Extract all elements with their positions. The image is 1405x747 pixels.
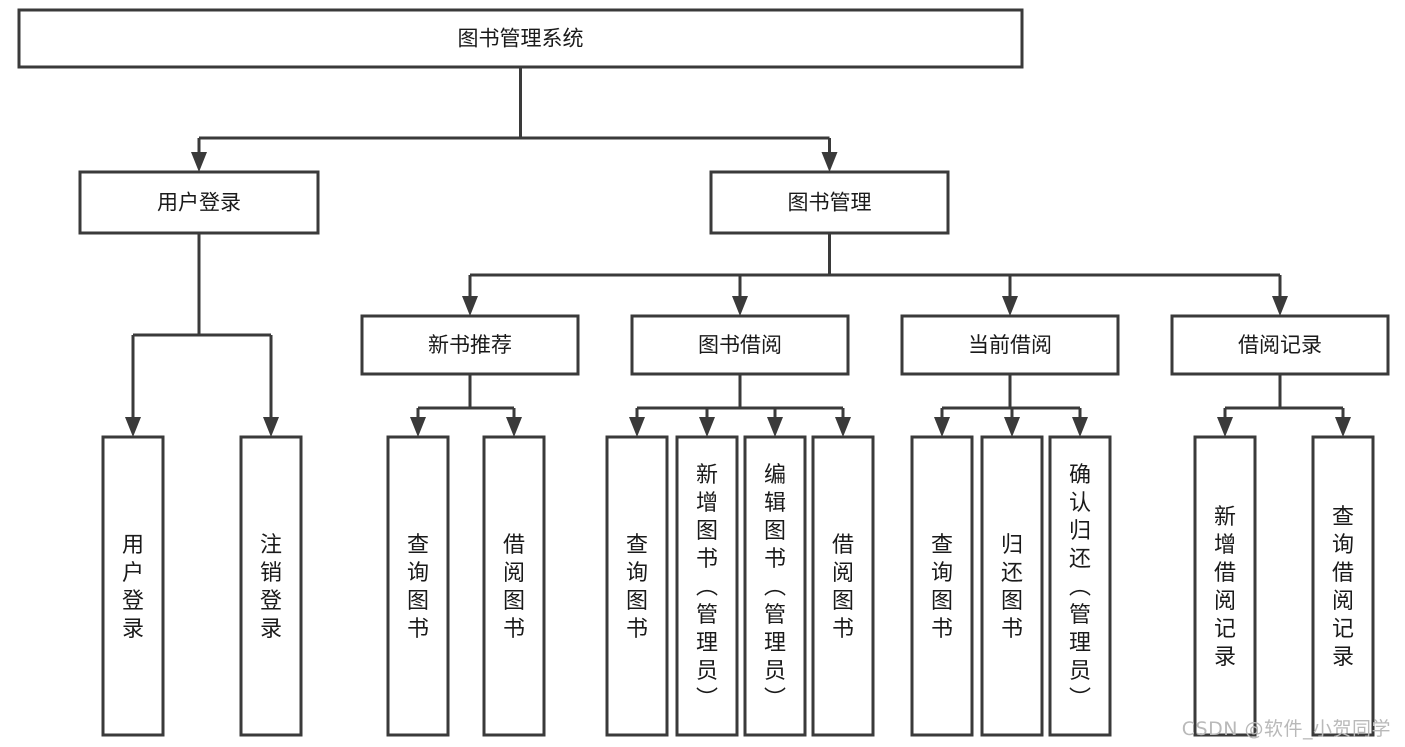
node-leaf-logout-box[interactable]: [239, 435, 303, 737]
node-leaf-query-book-3-box[interactable]: [910, 435, 974, 737]
arrow-icon-user-login-0: [125, 417, 141, 437]
node-leaf-query-book-3-label: 查询图书: [931, 533, 953, 642]
node-book-borrow-label: 图书借阅: [698, 333, 782, 357]
node-leaf-edit-book[interactable]: 编辑图书︵管理员︶: [743, 435, 807, 737]
node-leaf-query-record-box[interactable]: [1311, 435, 1375, 737]
node-leaf-add-book-label: 新增图书︵管理员︶: [696, 463, 718, 712]
arrow-icon-current_borrow-1: [1004, 417, 1020, 437]
node-user-login-box[interactable]: [78, 170, 320, 235]
node-root[interactable]: 图书管理系统: [17, 8, 1024, 69]
node-current-borrow-label: 当前借阅: [968, 333, 1052, 357]
node-leaf-add-book[interactable]: 新增图书︵管理员︶: [675, 435, 739, 737]
node-layer: 图书管理系统用户登录图书管理新书推荐图书借阅当前借阅借阅记录用户登录注销登录查询…: [17, 8, 1390, 737]
node-new-book-rec[interactable]: 新书推荐: [360, 314, 580, 376]
arrow-icon-book-manage-3: [1272, 296, 1288, 316]
node-leaf-return-book-label: 归还图书: [1001, 533, 1023, 642]
arrow-icon-new_book_rec-0: [410, 417, 426, 437]
node-leaf-borrow-book-2[interactable]: 借阅图书: [811, 435, 875, 737]
arrow-icon-book_borrow-3: [835, 417, 851, 437]
node-leaf-query-book-1[interactable]: 查询图书: [386, 435, 450, 737]
node-leaf-borrow-book-2-label: 借阅图书: [832, 533, 854, 642]
arrow-icon-user-login-1: [263, 417, 279, 437]
node-book-manage[interactable]: 图书管理: [709, 170, 950, 235]
node-leaf-confirm-return[interactable]: 确认归还︵管理员︶: [1048, 435, 1112, 737]
node-leaf-user-login[interactable]: 用户登录: [101, 435, 165, 737]
arrow-icon-book-manage-2: [1002, 296, 1018, 316]
node-leaf-confirm-return-label: 确认归还︵管理员︶: [1069, 463, 1091, 712]
node-book-borrow-box[interactable]: [630, 314, 850, 376]
arrow-icon-borrow_record-0: [1217, 417, 1233, 437]
node-leaf-borrow-book-2-box[interactable]: [811, 435, 875, 737]
node-root-label: 图书管理系统: [458, 27, 584, 51]
node-leaf-query-book-1-box[interactable]: [386, 435, 450, 737]
node-leaf-query-book-2-label: 查询图书: [626, 533, 648, 642]
node-leaf-query-book-2-box[interactable]: [605, 435, 669, 737]
node-book-manage-box[interactable]: [709, 170, 950, 235]
node-leaf-logout-label: 注销登录: [260, 533, 282, 642]
arrow-icon-root-1: [821, 152, 838, 172]
node-book-borrow[interactable]: 图书借阅: [630, 314, 850, 376]
node-leaf-add-record[interactable]: 新增借阅记录: [1193, 435, 1257, 737]
node-leaf-return-book-box[interactable]: [980, 435, 1044, 737]
arrow-icon-current_borrow-0: [934, 417, 950, 437]
node-new-book-rec-box[interactable]: [360, 314, 580, 376]
arrow-icon-book_borrow-1: [699, 417, 715, 437]
connector-layer: [125, 67, 1351, 437]
node-borrow-record-box[interactable]: [1170, 314, 1390, 376]
node-leaf-borrow-book-1-label: 借阅图书: [503, 533, 525, 642]
node-leaf-query-book-1-label: 查询图书: [407, 533, 429, 642]
node-leaf-borrow-book-1-box[interactable]: [482, 435, 546, 737]
node-user-login-label: 用户登录: [157, 191, 241, 215]
node-user-login[interactable]: 用户登录: [78, 170, 320, 235]
node-leaf-query-record[interactable]: 查询借阅记录: [1311, 435, 1375, 737]
node-current-borrow-box[interactable]: [900, 314, 1120, 376]
node-borrow-record[interactable]: 借阅记录: [1170, 314, 1390, 376]
node-leaf-add-record-label: 新增借阅记录: [1214, 505, 1236, 670]
node-borrow-record-label: 借阅记录: [1238, 333, 1322, 357]
node-current-borrow[interactable]: 当前借阅: [900, 314, 1120, 376]
arrow-icon-new_book_rec-1: [506, 417, 522, 437]
arrow-icon-current_borrow-2: [1072, 417, 1088, 437]
node-leaf-query-book-3[interactable]: 查询图书: [910, 435, 974, 737]
arrow-icon-borrow_record-1: [1335, 417, 1351, 437]
arrow-icon-book_borrow-2: [767, 417, 783, 437]
node-root-box[interactable]: [17, 8, 1024, 69]
node-leaf-add-record-box[interactable]: [1193, 435, 1257, 737]
node-leaf-return-book[interactable]: 归还图书: [980, 435, 1044, 737]
node-leaf-query-record-label: 查询借阅记录: [1332, 505, 1354, 670]
node-leaf-logout[interactable]: 注销登录: [239, 435, 303, 737]
arrow-icon-root-0: [191, 152, 207, 172]
node-leaf-user-login-label: 用户登录: [122, 533, 144, 642]
arrow-icon-book_borrow-0: [629, 417, 645, 437]
node-leaf-add-book-box[interactable]: [675, 435, 739, 737]
node-leaf-user-login-box[interactable]: [101, 435, 165, 737]
node-leaf-borrow-book-1[interactable]: 借阅图书: [482, 435, 546, 737]
node-leaf-edit-book-box[interactable]: [743, 435, 807, 737]
arrow-icon-book-manage-0: [462, 296, 478, 316]
node-book-manage-label: 图书管理: [788, 191, 872, 215]
node-leaf-confirm-return-box[interactable]: [1048, 435, 1112, 737]
node-new-book-rec-label: 新书推荐: [428, 333, 512, 357]
node-leaf-query-book-2[interactable]: 查询图书: [605, 435, 669, 737]
node-leaf-edit-book-label: 编辑图书︵管理员︶: [764, 463, 786, 712]
arrow-icon-book-manage-1: [732, 296, 748, 316]
